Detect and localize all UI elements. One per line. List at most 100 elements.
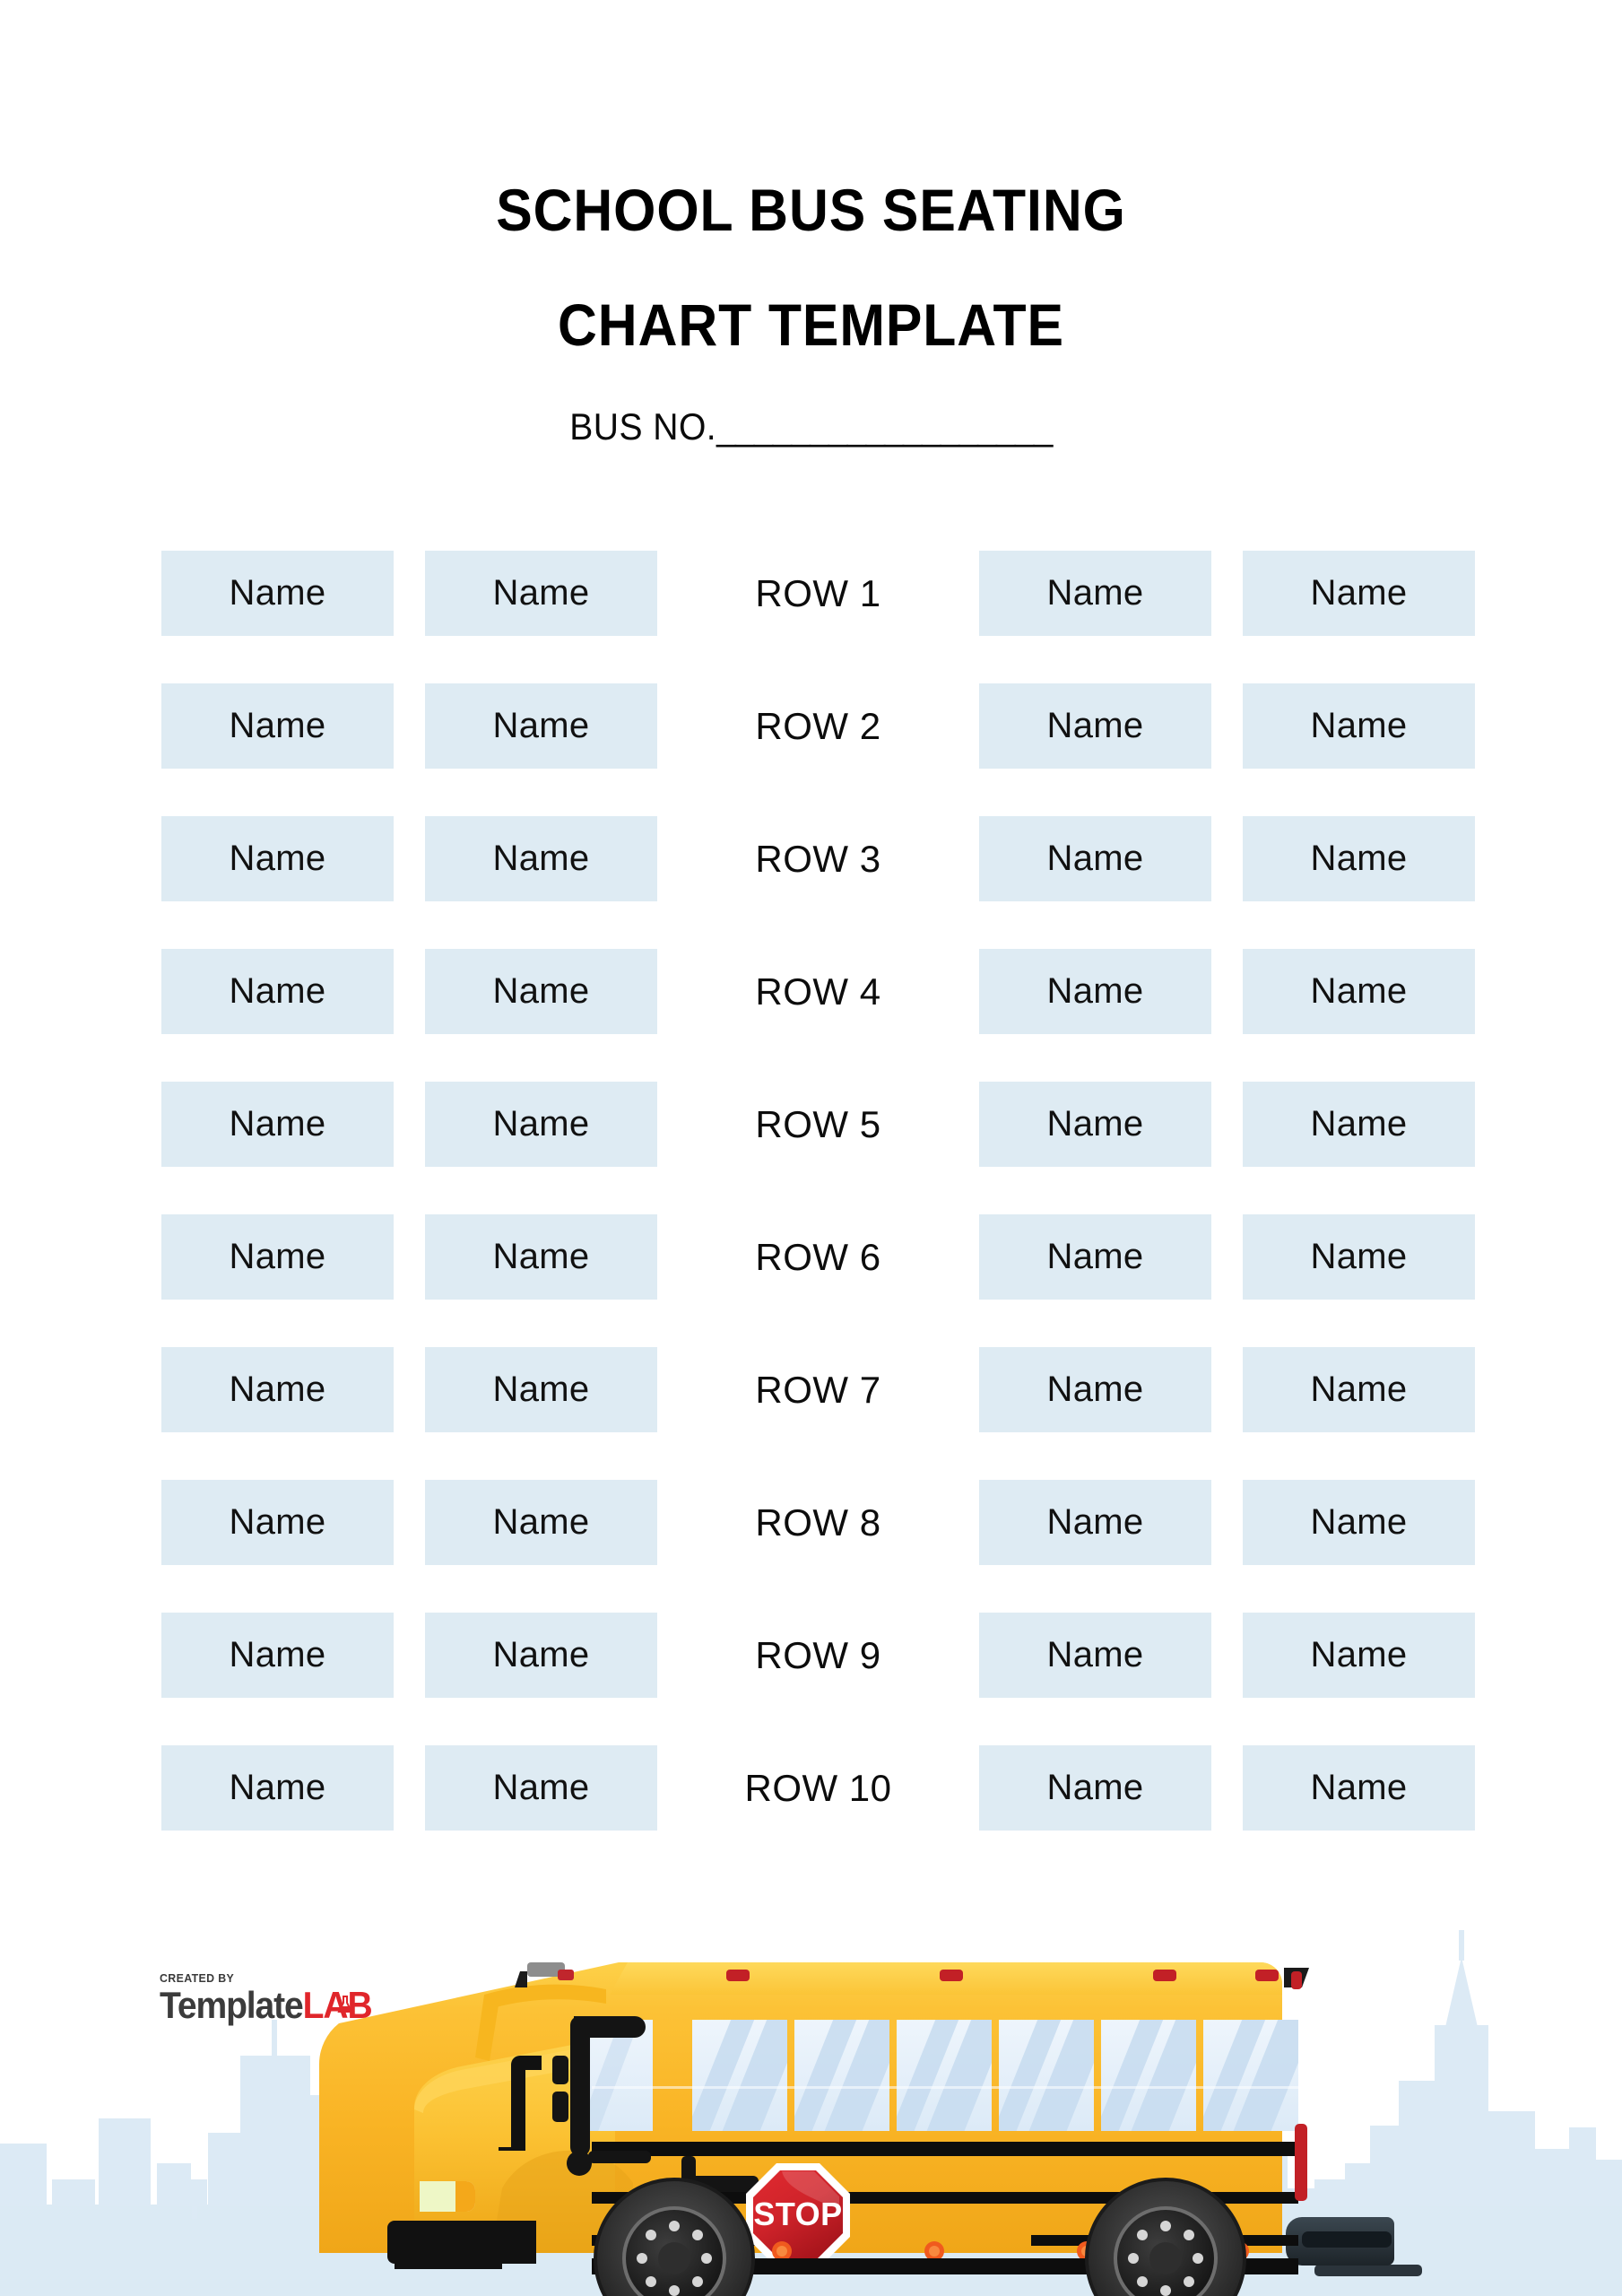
bus-number-label: BUS NO.: [569, 405, 717, 448]
bus-door-and-mirror: [475, 1962, 651, 2176]
seat-cell[interactable]: Name: [161, 816, 394, 901]
bus-number-blank[interactable]: __________________: [716, 405, 1053, 448]
roof-marker-lights: [726, 1970, 1279, 1981]
footer-illustration: STOP: [0, 1919, 1622, 2296]
seat-cell[interactable]: Name: [1243, 1347, 1475, 1432]
seat-cell[interactable]: Name: [161, 1082, 394, 1167]
column-gap: [394, 1214, 425, 1300]
bus-number-field[interactable]: BUS NO.__________________: [0, 405, 1622, 448]
templatelab-logo: CREATED BY TemplateLAB: [160, 1971, 429, 2048]
bus-number-inner: BUS NO.__________________: [569, 405, 1053, 448]
seat-cell[interactable]: Name: [1243, 683, 1475, 769]
column-gap: [1211, 683, 1243, 769]
seating-grid: Name Name ROW 1 Name Name Name Name ROW …: [161, 551, 1475, 1831]
seat-cell[interactable]: Name: [425, 1347, 657, 1432]
seat-cell[interactable]: Name: [1243, 551, 1475, 636]
seat-cell[interactable]: Name: [425, 683, 657, 769]
seat-cell[interactable]: Name: [1243, 816, 1475, 901]
seat-cell[interactable]: Name: [979, 683, 1211, 769]
column-gap: [394, 1480, 425, 1565]
row-label: ROW 9: [755, 1633, 881, 1676]
seating-row: Name Name ROW 8 Name Name: [161, 1480, 1475, 1565]
school-bus-icon: STOP: [318, 1962, 1422, 2296]
seat-cell[interactable]: Name: [161, 1745, 394, 1831]
seating-row: Name Name ROW 1 Name Name: [161, 551, 1475, 636]
column-gap: [1211, 1214, 1243, 1300]
column-gap: [394, 949, 425, 1034]
bus-front-wheel: [594, 2178, 755, 2296]
column-gap: [950, 816, 979, 901]
seat-cell[interactable]: Name: [1243, 1214, 1475, 1300]
column-gap: [394, 683, 425, 769]
column-gap: [1211, 949, 1243, 1034]
seat-cell[interactable]: Name: [979, 1745, 1211, 1831]
seating-row: Name Name ROW 9 Name Name: [161, 1613, 1475, 1698]
column-gap: [394, 1613, 425, 1698]
seat-cell[interactable]: Name: [425, 1745, 657, 1831]
column-gap: [657, 1082, 686, 1167]
seating-row: Name Name ROW 7 Name Name: [161, 1347, 1475, 1432]
column-gap: [657, 1613, 686, 1698]
seat-cell[interactable]: Name: [425, 1613, 657, 1698]
column-gap: [950, 1347, 979, 1432]
column-gap: [1211, 1347, 1243, 1432]
column-gap: [394, 1347, 425, 1432]
row-label: ROW 4: [755, 970, 881, 1013]
column-gap: [1211, 1082, 1243, 1167]
seat-cell[interactable]: Name: [1243, 1613, 1475, 1698]
seat-cell[interactable]: Name: [979, 1347, 1211, 1432]
seat-cell[interactable]: Name: [161, 949, 394, 1034]
column-gap: [1211, 1480, 1243, 1565]
page-title-line-1: SCHOOL BUS SEATING: [496, 177, 1126, 243]
seat-cell[interactable]: Name: [979, 1214, 1211, 1300]
column-gap: [950, 1613, 979, 1698]
seat-cell[interactable]: Name: [425, 816, 657, 901]
seat-cell[interactable]: Name: [979, 1082, 1211, 1167]
column-gap: [950, 551, 979, 636]
seat-cell[interactable]: Name: [425, 1214, 657, 1300]
seating-row: Name Name ROW 10 Name Name: [161, 1745, 1475, 1831]
column-gap: [657, 1214, 686, 1300]
bus-rear-bumper: [1286, 2217, 1422, 2276]
bus-windows: [582, 2020, 1298, 2131]
seat-cell[interactable]: Name: [161, 1613, 394, 1698]
seat-cell[interactable]: Name: [979, 1613, 1211, 1698]
seat-cell[interactable]: Name: [425, 551, 657, 636]
column-gap: [394, 1745, 425, 1831]
row-label: ROW 6: [755, 1235, 881, 1278]
row-label: ROW 10: [744, 1766, 892, 1809]
seat-cell[interactable]: Name: [161, 1214, 394, 1300]
column-gap: [657, 551, 686, 636]
row-label: ROW 5: [755, 1102, 881, 1145]
seat-cell[interactable]: Name: [425, 1480, 657, 1565]
seat-cell[interactable]: Name: [425, 949, 657, 1034]
seat-cell[interactable]: Name: [979, 816, 1211, 901]
page-header: SCHOOL BUS SEATING CHART TEMPLATE: [0, 152, 1622, 382]
seat-cell[interactable]: Name: [1243, 1745, 1475, 1831]
seat-cell[interactable]: Name: [979, 949, 1211, 1034]
seat-cell[interactable]: Name: [161, 1347, 394, 1432]
logo-lab-text: LAB: [302, 1984, 373, 2026]
column-gap: [1211, 1613, 1243, 1698]
column-gap: [657, 1480, 686, 1565]
bus-rear-wheel: [1085, 2178, 1246, 2296]
seating-row: Name Name ROW 3 Name Name: [161, 816, 1475, 901]
row-label: ROW 1: [755, 571, 881, 614]
seat-cell[interactable]: Name: [161, 1480, 394, 1565]
seat-cell[interactable]: Name: [979, 1480, 1211, 1565]
seat-cell[interactable]: Name: [979, 551, 1211, 636]
seating-row: Name Name ROW 4 Name Name: [161, 949, 1475, 1034]
seat-cell[interactable]: Name: [161, 683, 394, 769]
seat-cell[interactable]: Name: [1243, 949, 1475, 1034]
seat-cell[interactable]: Name: [1243, 1480, 1475, 1565]
column-gap: [657, 816, 686, 901]
seating-row: Name Name ROW 5 Name Name: [161, 1082, 1475, 1167]
seat-cell[interactable]: Name: [1243, 1082, 1475, 1167]
seat-cell[interactable]: Name: [161, 551, 394, 636]
seating-row: Name Name ROW 6 Name Name: [161, 1214, 1475, 1300]
seat-cell[interactable]: Name: [425, 1082, 657, 1167]
column-gap: [950, 1214, 979, 1300]
bus-front-details: [387, 2056, 542, 2269]
row-label: ROW 8: [755, 1500, 881, 1544]
